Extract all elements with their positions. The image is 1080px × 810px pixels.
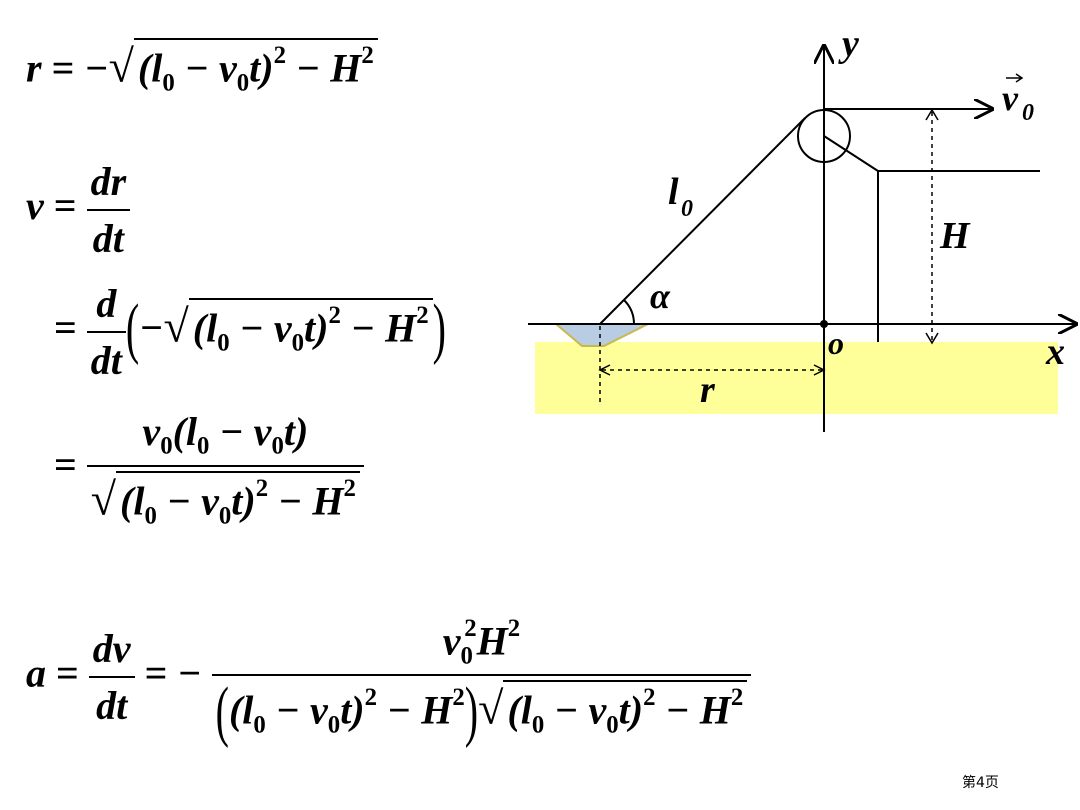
equation-r: r = −√(l0 − v0t)2 − H2 — [26, 38, 378, 97]
rope-l0 — [599, 117, 806, 325]
v0-vector-arrow-icon — [1006, 73, 1024, 83]
page-number: 第4页 — [962, 775, 999, 791]
ground-region — [535, 342, 1058, 414]
label-v0: v — [1002, 78, 1019, 118]
alpha-arc — [623, 299, 635, 325]
label-l0: l — [668, 171, 679, 213]
support-arm — [823, 135, 879, 172]
origin-point — [820, 320, 828, 328]
label-alpha: α — [650, 276, 671, 316]
label-v0-sub: 0 — [1022, 100, 1034, 126]
label-H: H — [939, 215, 971, 257]
label-y: y — [838, 23, 859, 65]
label-r: r — [700, 369, 716, 411]
equation-v-result: = v0(l0 − v0t)√(l0 − v0t)2 − H2 — [54, 408, 364, 530]
label-l0-sub: 0 — [681, 196, 693, 222]
label-o: o — [828, 325, 844, 361]
label-x: x — [1045, 331, 1065, 373]
